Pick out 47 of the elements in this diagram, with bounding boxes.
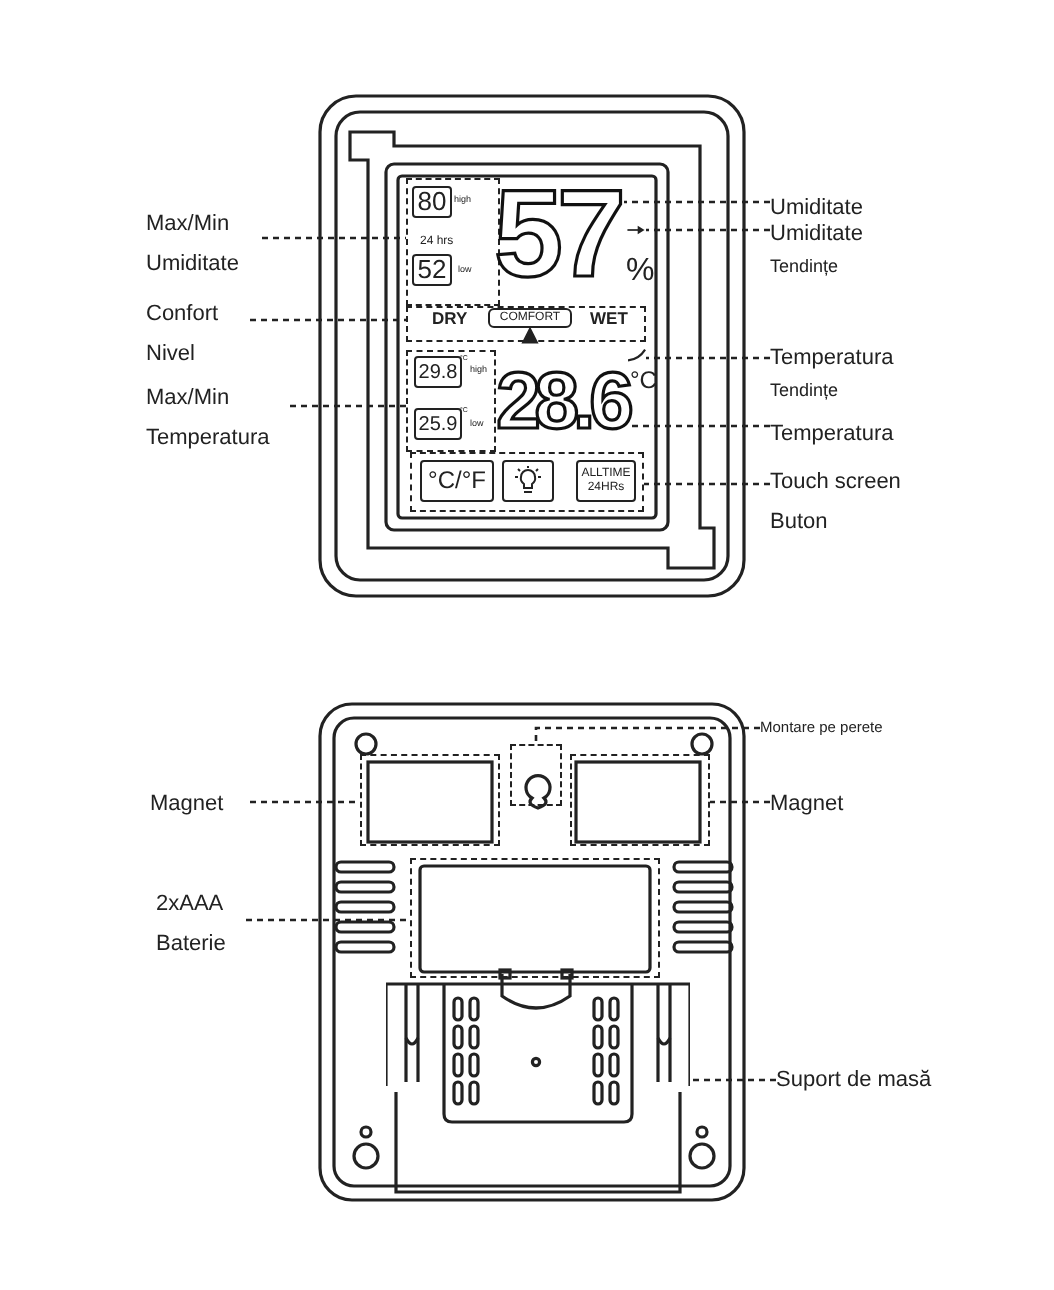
lcd-digits: 57 — [490, 172, 624, 300]
lcd-text: DRY — [432, 310, 468, 329]
label-text: Touch screen Buton — [770, 462, 930, 542]
highlight-region — [406, 178, 500, 306]
highlight-region — [406, 306, 646, 342]
lcd-symbol: % — [626, 254, 655, 290]
label-text: Confort Nivel — [146, 294, 250, 374]
leader-line — [646, 356, 770, 360]
label-text: Magnet — [150, 784, 250, 824]
label-text: Magnet — [770, 784, 870, 824]
label-text: Max/Min Umiditate — [146, 204, 262, 284]
label-text: Suport de masă — [776, 1060, 966, 1100]
leader-line — [646, 228, 770, 232]
label-subtext: Tendințe — [770, 254, 841, 278]
table-stand-drawing — [386, 982, 690, 1196]
lcd-readout: 80 — [412, 186, 452, 218]
lcd-readout: 25.9 — [414, 408, 462, 440]
leader-line — [628, 424, 770, 428]
highlight-region — [406, 350, 496, 452]
leader-line — [644, 482, 770, 486]
leader-line — [290, 404, 406, 408]
label-text: Max/Min Temperatura — [146, 378, 290, 458]
leader-line — [534, 726, 760, 744]
lcd-text: WET — [590, 310, 628, 329]
label-text: Temperatura — [770, 414, 950, 454]
label-text: 2xAAA Baterie — [156, 884, 246, 964]
lcd-readout: 29.8 — [414, 356, 462, 388]
highlight-region — [360, 754, 500, 846]
leader-line — [250, 318, 406, 322]
leader-line — [262, 236, 406, 240]
lcd-digits: 28.6 — [496, 354, 628, 450]
leader-line — [624, 200, 770, 204]
leader-line — [250, 800, 360, 804]
label-subtext: Tendințe — [770, 378, 841, 402]
highlight-region — [510, 744, 562, 806]
label-text: Temperatura — [770, 344, 896, 374]
label-text: Umiditate — [770, 220, 865, 250]
lcd-readout: 52 — [412, 254, 452, 286]
highlight-region — [570, 754, 710, 846]
highlight-region — [410, 858, 660, 978]
touch-button: °C/°F — [420, 460, 494, 502]
leader-line — [246, 918, 410, 922]
leader-line — [710, 800, 770, 804]
leader-line — [690, 1078, 776, 1082]
highlight-region — [410, 452, 644, 512]
trend-arrow-icon — [626, 224, 646, 236]
trend-mark-icon — [628, 348, 646, 362]
